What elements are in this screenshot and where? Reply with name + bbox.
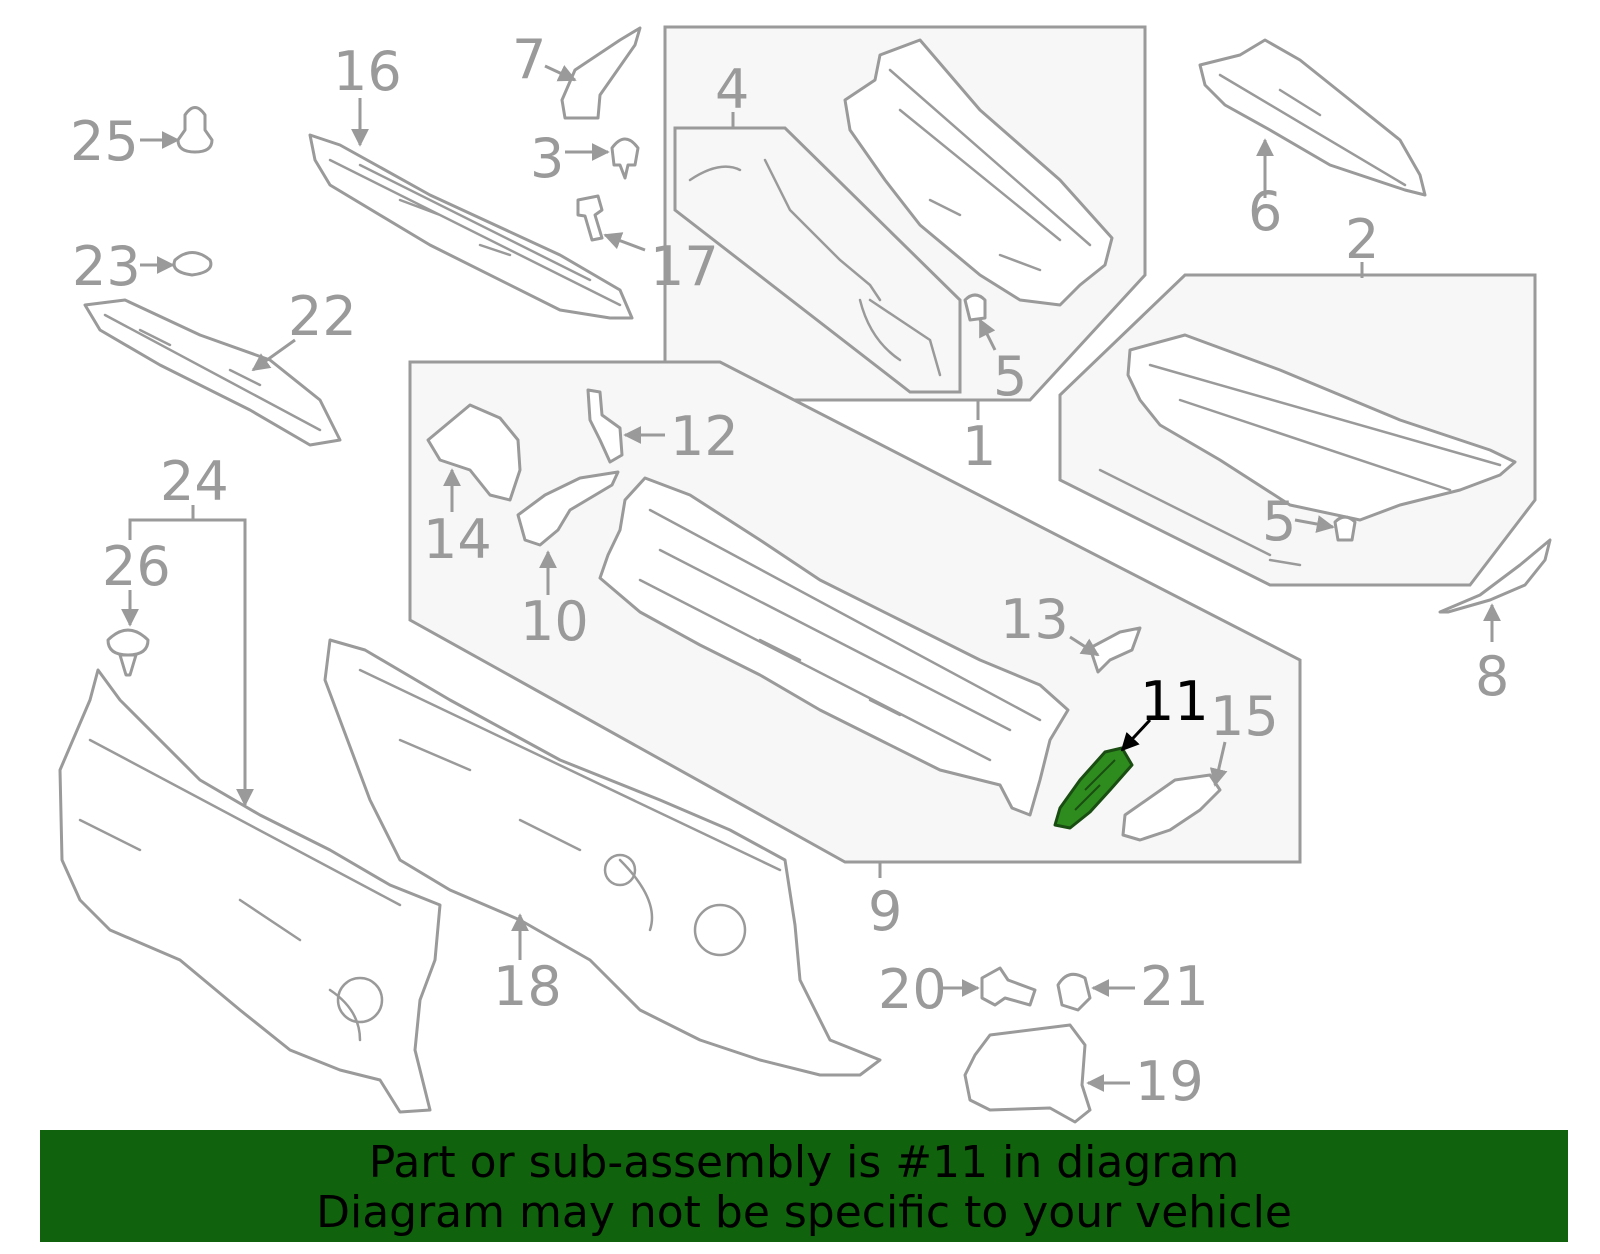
- part-9-cowl-panel: [598, 476, 1070, 817]
- part-26-clip: [106, 628, 150, 677]
- part-21-nut: [1056, 972, 1092, 1012]
- part-19-bracket: [963, 1023, 1092, 1124]
- part-6-panel: [1198, 38, 1427, 197]
- callout-2: 2: [1345, 208, 1379, 271]
- callout-6: 6: [1248, 180, 1282, 243]
- part-2-cowl: [1098, 333, 1517, 567]
- callout-1: 1: [962, 415, 996, 478]
- part-24-dash-panel: [58, 668, 442, 1114]
- callout-16: 16: [333, 40, 402, 103]
- callout-14: 14: [423, 508, 492, 571]
- callout-20: 20: [878, 958, 947, 1021]
- callout-26: 26: [102, 535, 171, 598]
- part-12-bracket: [586, 388, 624, 464]
- callout-12: 12: [670, 405, 739, 468]
- part-25-fastener: [176, 106, 214, 154]
- assembly-box-4: [673, 126, 962, 394]
- banner-line-2: Diagram may not be specific to your vehi…: [316, 1187, 1292, 1238]
- callout-3: 3: [530, 127, 564, 190]
- part-17-bolt: [576, 194, 604, 242]
- part-15-bracket: [1121, 773, 1222, 842]
- callout-15: 15: [1210, 685, 1279, 748]
- callout-18: 18: [493, 955, 562, 1018]
- callout-9: 9: [868, 880, 902, 943]
- part-22-bracket: [83, 298, 342, 447]
- part-16-cross-member: [308, 133, 634, 320]
- callout-8: 8: [1475, 645, 1509, 708]
- callout-22: 22: [288, 285, 357, 348]
- part-23-nut: [172, 251, 213, 277]
- part-18-insulator: [323, 638, 882, 1077]
- callout-4: 4: [715, 58, 749, 121]
- callout-19: 19: [1135, 1050, 1204, 1113]
- part-8-bracket: [1438, 538, 1552, 614]
- banner-line-1: Part or sub-assembly is #11 in diagram: [368, 1137, 1240, 1188]
- callout-25: 25: [70, 110, 139, 173]
- part-3-clip: [610, 137, 640, 180]
- part-11-highlighted[interactable]: [1053, 746, 1134, 830]
- callout-17: 17: [650, 235, 719, 298]
- callout-11[interactable]: 11: [1140, 670, 1209, 733]
- part-13-bracket: [1088, 626, 1142, 674]
- assembly-box-1: [663, 25, 1147, 402]
- part-5-nozzle-upper: [963, 293, 987, 322]
- info-banner: Part or sub-assembly is #11 in diagram D…: [40, 1130, 1568, 1242]
- callout-10: 10: [520, 590, 589, 653]
- part-14-bracket: [426, 403, 522, 502]
- callout-23: 23: [72, 235, 141, 298]
- callout-5-upper: 5: [993, 345, 1027, 408]
- part-5-nozzle-lower: [1333, 515, 1357, 542]
- callout-24: 24: [160, 450, 229, 513]
- part-7-pillar: [560, 26, 642, 120]
- callout-7: 7: [512, 28, 546, 91]
- callout-13: 13: [1000, 588, 1069, 651]
- part-1-cowl-top: [843, 38, 1114, 307]
- callout-5-lower: 5: [1262, 490, 1296, 553]
- callout-21: 21: [1140, 955, 1209, 1018]
- part-20-bolt: [980, 966, 1037, 1007]
- part-10-bracket: [516, 470, 620, 547]
- leader-lines: [121, 64, 1501, 1092]
- part-4-hose: [688, 158, 942, 377]
